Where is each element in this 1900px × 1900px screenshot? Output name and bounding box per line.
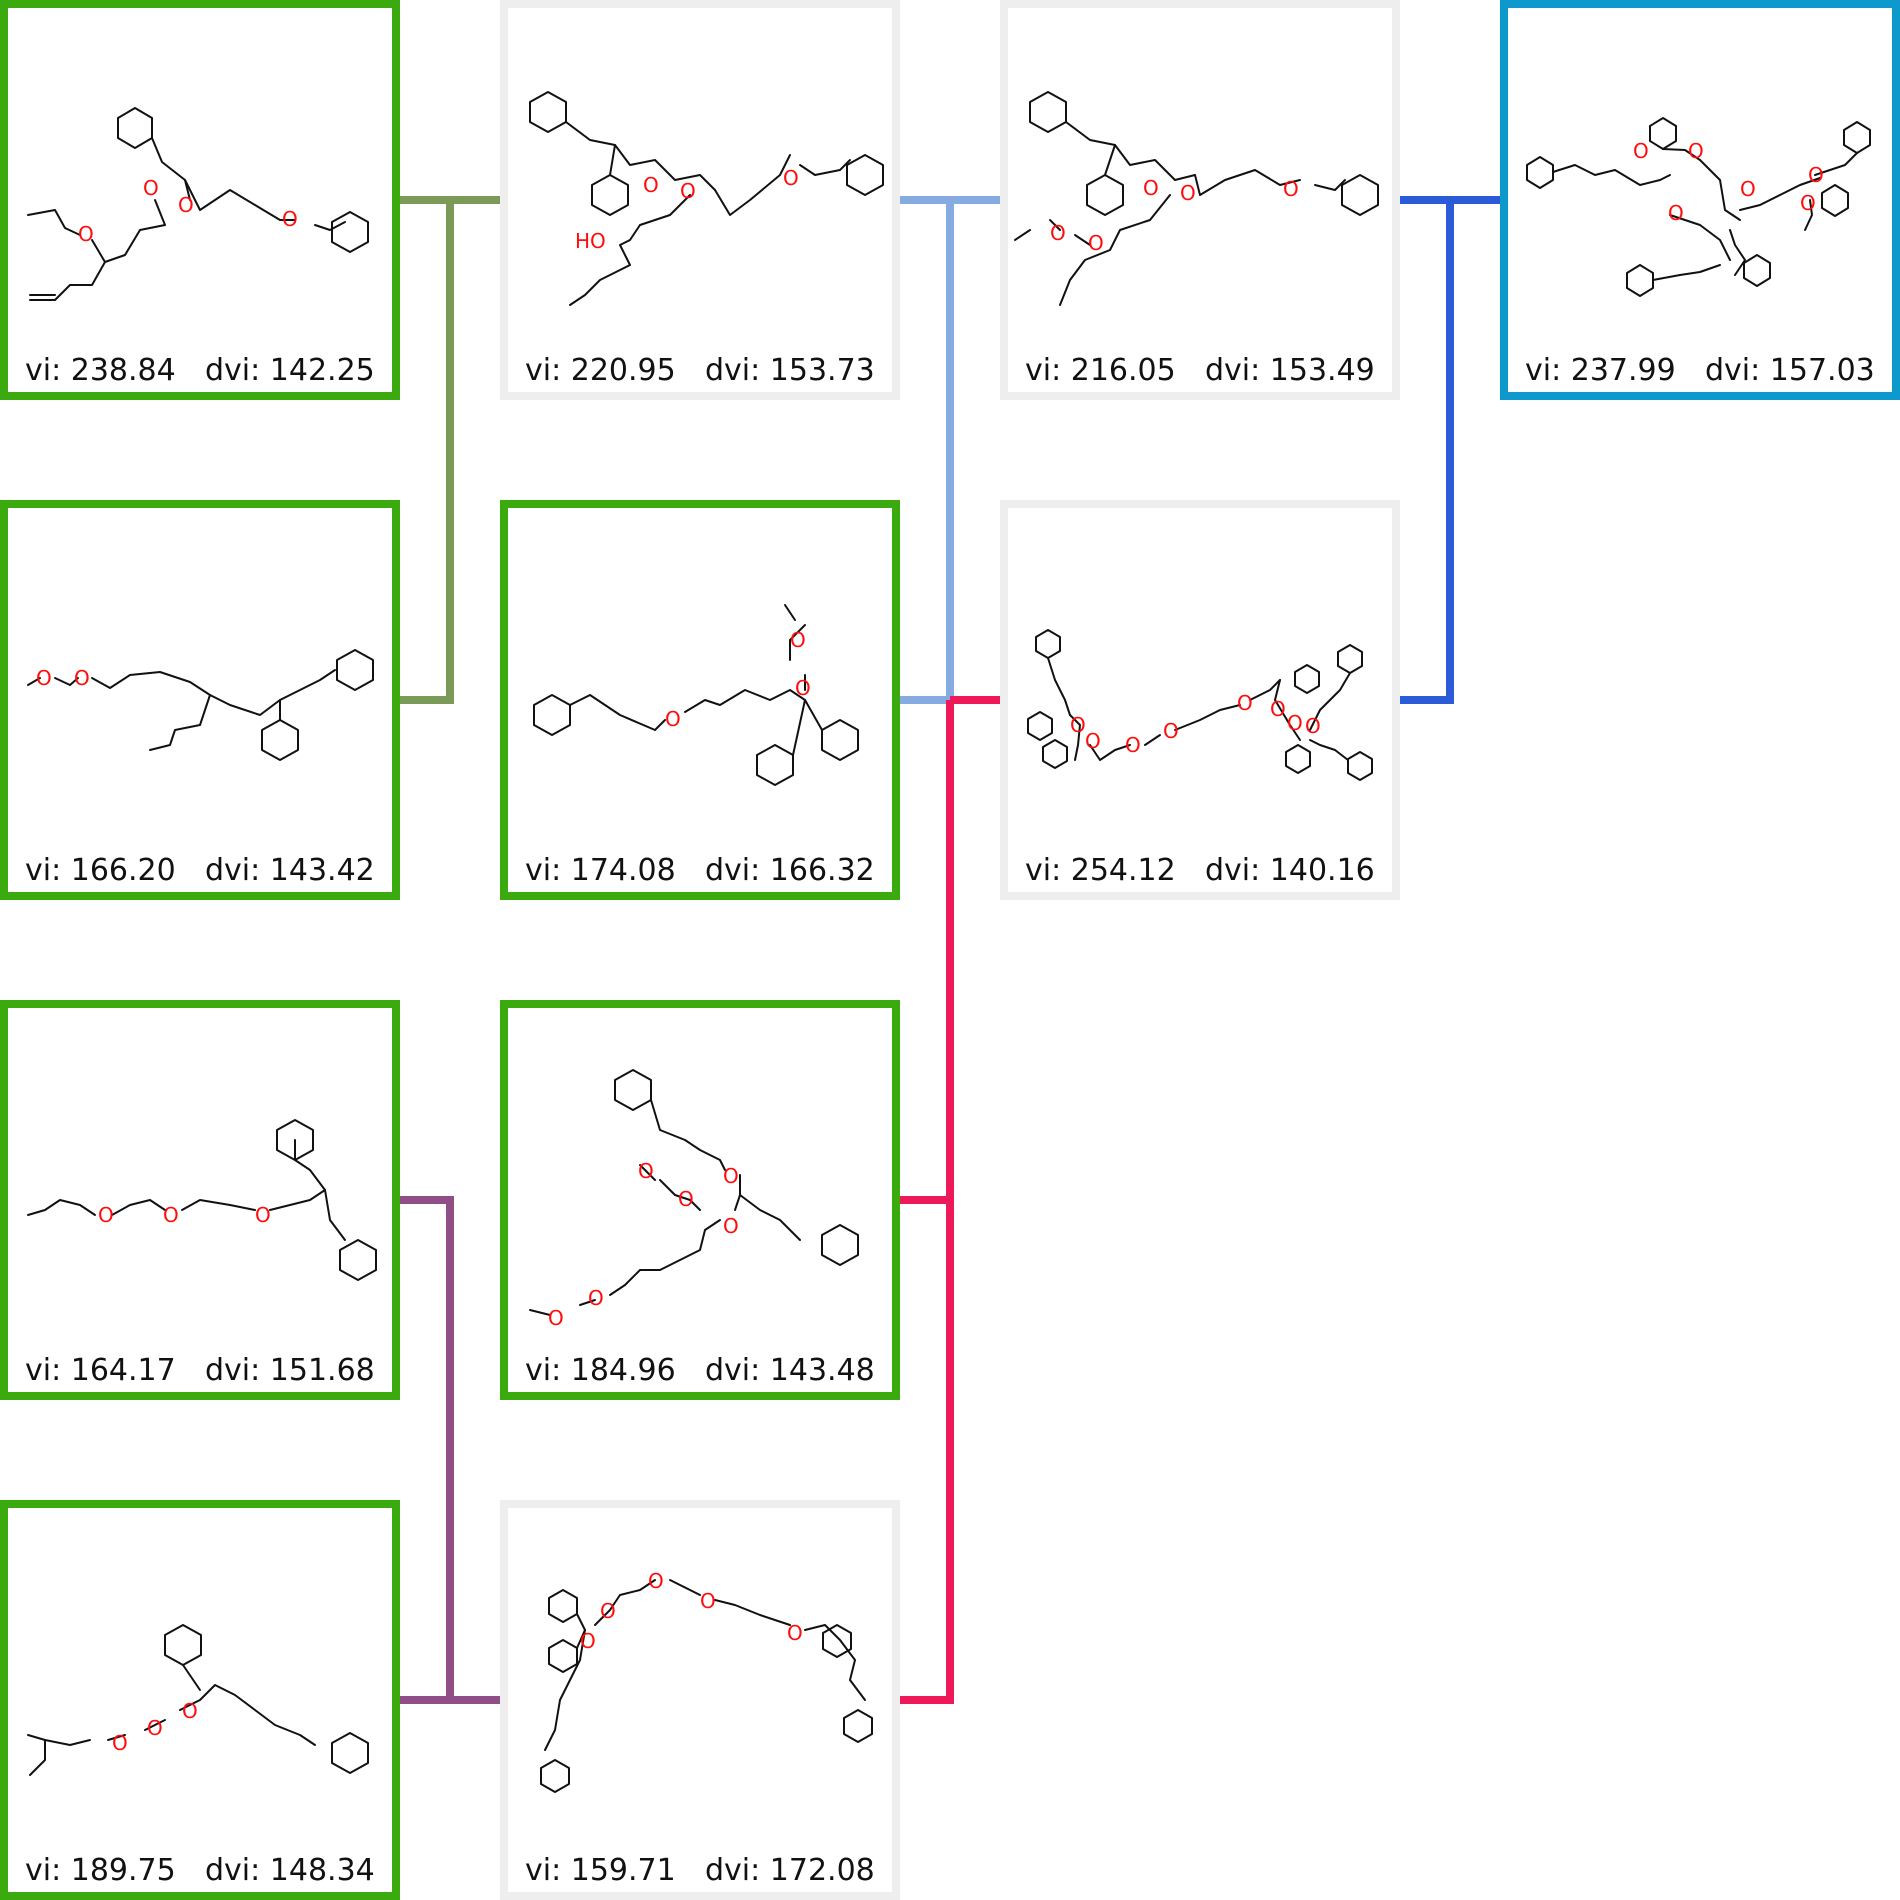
molecule-card-2[interactable]: O O vi: 166.20 dvi: 143.42 <box>0 500 400 900</box>
atom-label: O <box>1085 729 1101 753</box>
atom-label: O <box>1163 719 1179 743</box>
atom-label: O <box>723 1164 739 1188</box>
molecule-card-11[interactable]: O O O O O O vi: 237.99 dvi: 157.03 <box>1500 0 1900 400</box>
connector-purple <box>400 1196 500 1704</box>
molecule-structure <box>533 604 859 786</box>
vi-value: vi: 254.12 <box>1025 853 1176 888</box>
dvi-value: dvi: 148.34 <box>205 1853 375 1888</box>
dvi-value: dvi: 153.73 <box>705 353 875 388</box>
vi-value: vi: 159.71 <box>525 1853 676 1888</box>
atom-label: O <box>143 176 159 200</box>
atom-label: HO <box>575 229 606 253</box>
atom-label: O <box>588 1286 604 1310</box>
atom-label: O <box>112 1731 128 1755</box>
atom-label: O <box>98 1203 114 1227</box>
atom-label: O <box>1688 139 1704 163</box>
atom-label: O <box>78 222 94 246</box>
atom-label: O <box>182 1699 198 1723</box>
atom-label: O <box>1125 733 1141 757</box>
atom-label: O <box>548 1306 564 1330</box>
atom-label: O <box>1305 714 1321 738</box>
molecule-structure <box>1014 91 1379 306</box>
atom-label: O <box>680 179 696 203</box>
molecule-structure <box>529 1069 859 1316</box>
dvi-value: dvi: 151.68 <box>205 1353 375 1388</box>
molecule-structure <box>27 107 369 301</box>
atom-label: O <box>665 707 681 731</box>
atom-label: O <box>580 1629 596 1653</box>
atom-label: O <box>1740 177 1756 201</box>
atom-label: O <box>255 1203 271 1227</box>
vi-value: vi: 216.05 <box>1025 353 1176 388</box>
molecule-card-10[interactable]: O O O O O O O O vi: 254.12 dvi: 140.16 <box>1000 500 1400 900</box>
dvi-value: dvi: 153.49 <box>1205 353 1375 388</box>
vi-value: vi: 238.84 <box>25 353 176 388</box>
molecule-structure <box>540 1579 873 1793</box>
dvi-value: dvi: 143.48 <box>705 1353 875 1388</box>
molecule-card-6[interactable]: O O O vi: 174.08 dvi: 166.32 <box>500 500 900 900</box>
atom-label: O <box>795 676 811 700</box>
atom-label: O <box>1283 177 1299 201</box>
atom-label: O <box>1287 711 1303 735</box>
molecule-structure <box>529 91 884 306</box>
molecule-card-3[interactable]: O O O vi: 164.17 dvi: 151.68 <box>0 1000 400 1400</box>
molecule-card-9[interactable]: O O O O O vi: 216.05 dvi: 153.49 <box>1000 0 1400 400</box>
connector-light-blue <box>900 196 1000 704</box>
molecule-structure <box>1526 117 1871 297</box>
dvi-value: dvi: 157.03 <box>1705 353 1875 388</box>
molecule-structure <box>27 1624 369 1776</box>
atom-label: O <box>1088 231 1104 255</box>
vi-value: vi: 174.08 <box>525 853 676 888</box>
vi-value: vi: 189.75 <box>25 1853 176 1888</box>
atom-label: O <box>700 1589 716 1613</box>
molecule-structure <box>27 1119 377 1281</box>
molecule-card-7[interactable]: O O O O O O vi: 184.96 dvi: 143.48 <box>500 1000 900 1400</box>
atom-label: O <box>678 1187 694 1211</box>
connector-royal-blue <box>1400 196 1500 704</box>
atom-label: O <box>790 628 806 652</box>
vi-value: vi: 164.17 <box>25 1353 176 1388</box>
molecule-card-8[interactable]: O O O O O vi: 159.71 dvi: 172.08 <box>500 1500 900 1900</box>
vi-value: vi: 184.96 <box>525 1353 676 1388</box>
atom-label: O <box>1180 181 1196 205</box>
atom-label: O <box>1070 713 1086 737</box>
atom-label: O <box>1270 697 1286 721</box>
atom-label: O <box>147 1716 163 1740</box>
dvi-value: dvi: 166.32 <box>705 853 875 888</box>
connector-crimson <box>900 696 1000 1704</box>
atom-label: O <box>643 173 659 197</box>
dvi-value: dvi: 143.42 <box>205 853 375 888</box>
atom-label: O <box>600 1599 616 1623</box>
atom-label: O <box>36 666 52 690</box>
atom-label: O <box>1808 163 1824 187</box>
vi-value: vi: 237.99 <box>1525 353 1676 388</box>
vi-value: vi: 166.20 <box>25 853 176 888</box>
molecule-structure <box>27 649 374 761</box>
atom-label: O <box>178 193 194 217</box>
atom-label: O <box>74 666 90 690</box>
atom-label: O <box>1633 139 1649 163</box>
atom-label: O <box>723 1214 739 1238</box>
atom-label: O <box>787 1621 803 1645</box>
molecule-structure <box>1027 629 1373 781</box>
atom-label: O <box>783 166 799 190</box>
atom-label: O <box>1800 191 1816 215</box>
dvi-value: dvi: 172.08 <box>705 1853 875 1888</box>
molecule-card-4[interactable]: O O O vi: 189.75 dvi: 148.34 <box>0 1500 400 1900</box>
vi-value: vi: 220.95 <box>525 353 676 388</box>
atom-label: O <box>1237 691 1253 715</box>
dvi-value: dvi: 142.25 <box>205 353 375 388</box>
atom-label: O <box>638 1159 654 1183</box>
atom-label: O <box>648 1569 664 1593</box>
atom-label: O <box>1143 176 1159 200</box>
molecule-card-5[interactable]: O O O HO vi: 220.95 dvi: 153.73 <box>500 0 900 400</box>
atom-label: O <box>282 207 298 231</box>
molecule-card-1[interactable]: O O O O vi: 238.84 dvi: 142.25 <box>0 0 400 400</box>
atom-label: O <box>1668 201 1684 225</box>
dvi-value: dvi: 140.16 <box>1205 853 1375 888</box>
atom-label: O <box>163 1203 179 1227</box>
atom-label: O <box>1050 221 1066 245</box>
connector-olive <box>400 196 500 704</box>
